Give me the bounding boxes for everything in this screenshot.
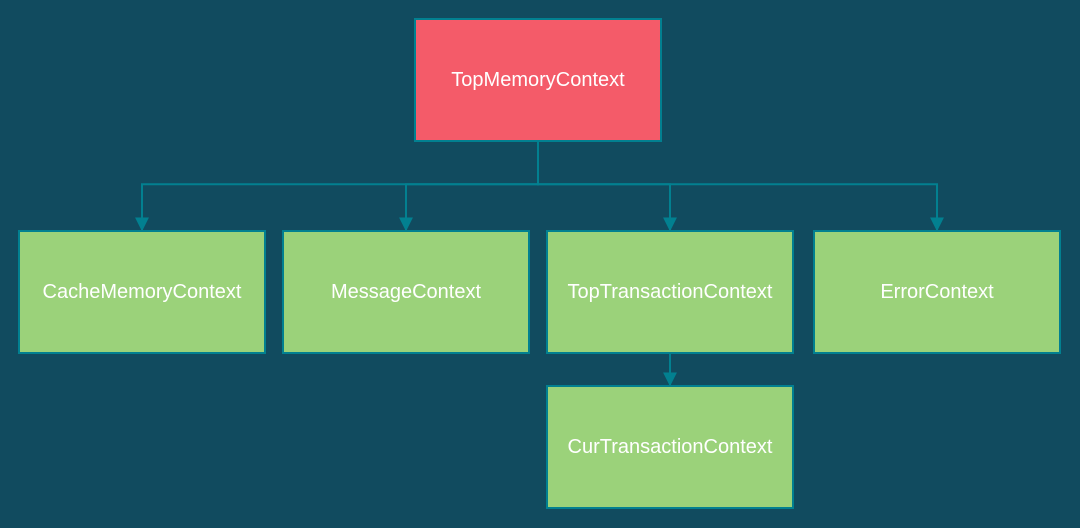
edge-root-to-top_transaction [537, 142, 677, 232]
node-cur-transaction-context: CurTransactionContext [546, 385, 794, 509]
edge-root-to-error [537, 142, 944, 232]
node-label: MessageContext [330, 280, 482, 303]
node-label: TopTransactionContext [567, 280, 773, 303]
node-top-transaction-context: TopTransactionContext [546, 230, 794, 354]
node-label: TopMemoryContext [451, 68, 625, 91]
node-error-context: ErrorContext [813, 230, 1061, 354]
node-label: CurTransactionContext [567, 435, 773, 458]
node-label: CacheMemoryContext [42, 280, 242, 303]
edge-group [135, 142, 944, 387]
node-top-memory-context: TopMemoryContext [414, 18, 662, 142]
edge-root-to-message [399, 142, 539, 232]
node-label: ErrorContext [880, 280, 994, 303]
edge-root-to-cache [135, 142, 539, 232]
node-cache-memory-context: CacheMemoryContext [18, 230, 266, 354]
node-message-context: MessageContext [282, 230, 530, 354]
